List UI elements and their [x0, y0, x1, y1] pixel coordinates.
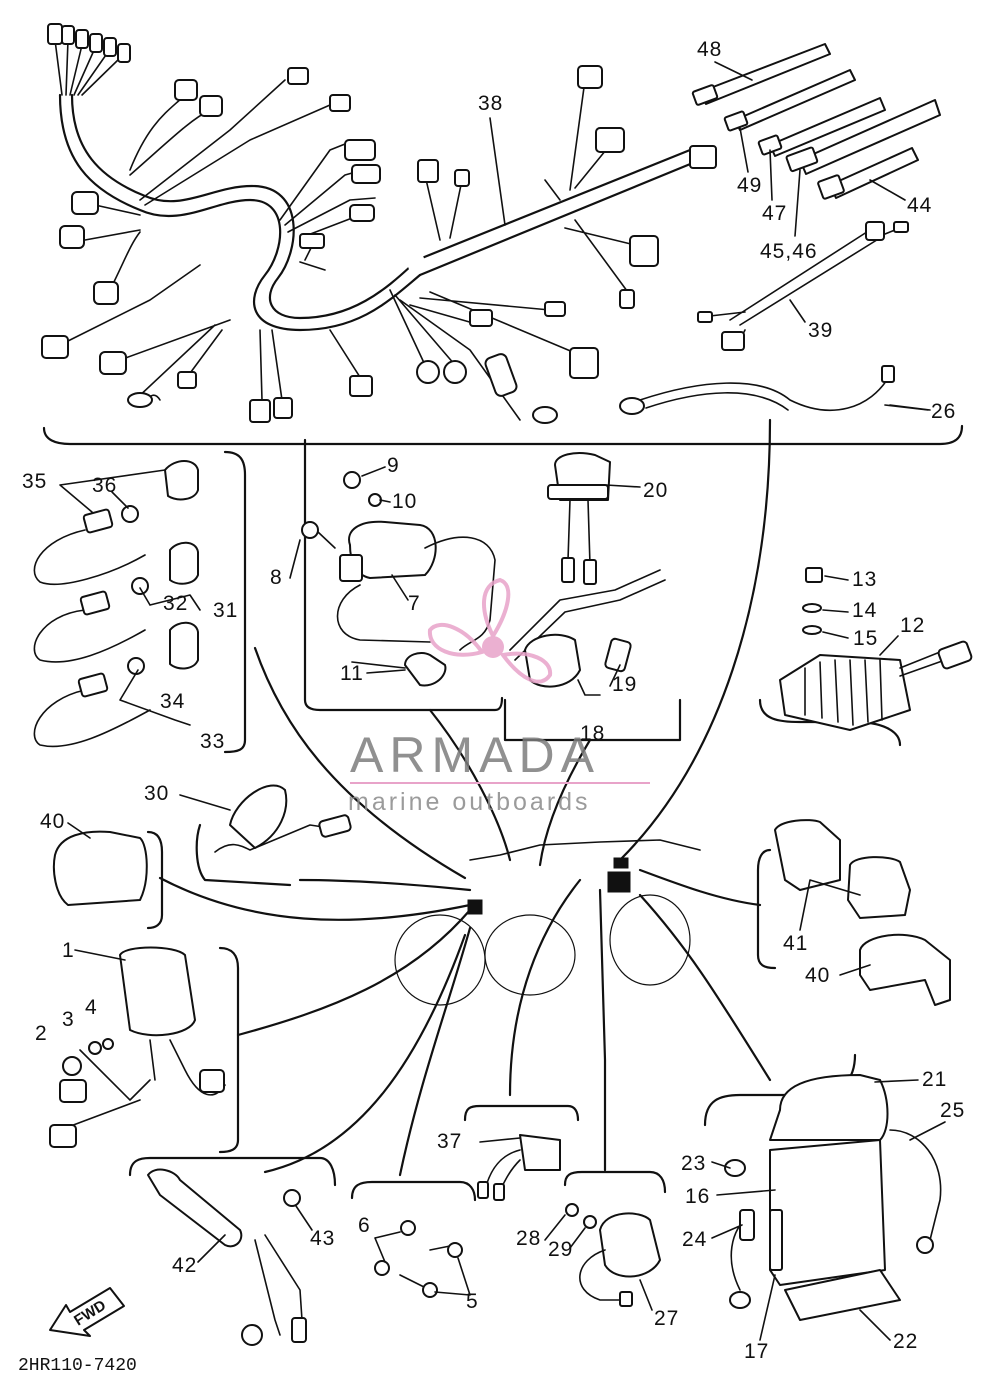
callout-31: 31 [213, 599, 238, 622]
watermark: ARMADA marine outboards [348, 577, 650, 816]
callout-29: 29 [548, 1238, 573, 1261]
callout-18: 18 [580, 722, 605, 745]
callout-35: 35 [22, 470, 47, 493]
callout-40-left: 40 [40, 810, 65, 833]
callout-12: 12 [900, 614, 925, 637]
callout-49: 49 [737, 174, 762, 197]
callout-leaders [67, 61, 946, 1341]
callout-40-right: 40 [805, 964, 830, 987]
engine-outline [394, 839, 701, 1006]
cover-40-left [52, 830, 164, 930]
callout-26: 26 [931, 400, 956, 423]
callout-2: 2 [35, 1022, 48, 1045]
callout-1: 1 [62, 939, 75, 962]
callout-38: 38 [478, 92, 503, 115]
callout-3: 3 [62, 1008, 75, 1031]
callout-9: 9 [387, 454, 400, 477]
sensor-group [33, 450, 247, 754]
callout-7: 7 [408, 592, 421, 615]
callout-11: 11 [340, 662, 364, 685]
part-27-group [563, 1170, 667, 1307]
part-30-group [195, 784, 352, 887]
callout-41: 41 [783, 932, 808, 955]
callout-27: 27 [654, 1307, 679, 1330]
part-37-group [463, 1104, 580, 1201]
fwd-arrow: FWD [49, 1287, 125, 1337]
callout-8: 8 [270, 566, 283, 589]
wire-harness-38 [41, 23, 717, 424]
callout-16: 16 [685, 1185, 710, 1208]
callout-28: 28 [516, 1227, 541, 1250]
lead-wire-26 [619, 365, 931, 415]
callout-30: 30 [144, 782, 169, 805]
callout-labels: 48 38 49 47 44 45,46 39 26 35 36 9 10 20… [22, 38, 965, 1363]
callout-32: 32 [163, 592, 188, 615]
watermark-brand: ARMADA [350, 727, 600, 783]
callout-36: 36 [92, 474, 117, 497]
cdi-unit-group [49, 946, 240, 1154]
callout-42: 42 [172, 1254, 197, 1277]
callout-22: 22 [893, 1330, 918, 1353]
callout-37: 37 [437, 1130, 462, 1153]
battery-group [703, 1053, 942, 1321]
harness-bracket [42, 424, 964, 446]
callout-17: 17 [744, 1340, 769, 1363]
callout-43: 43 [310, 1227, 335, 1250]
bolts-5-6 [350, 1180, 477, 1298]
callout-6: 6 [358, 1214, 371, 1237]
callout-45-46: 45,46 [760, 240, 818, 263]
callout-39: 39 [808, 319, 833, 342]
callout-34: 34 [160, 690, 185, 713]
relay-group [503, 452, 682, 742]
callout-21: 21 [922, 1068, 947, 1091]
connector-covers-41 [756, 819, 951, 1006]
callout-25: 25 [940, 1099, 965, 1122]
callout-14: 14 [852, 599, 877, 622]
wire-39 [697, 221, 909, 351]
drawing-code: 2HR110-7420 [18, 1356, 137, 1376]
callout-10: 10 [392, 490, 417, 513]
propeller-logo [427, 577, 553, 684]
cable-ties [691, 43, 941, 200]
watermark-tagline: marine outboards [348, 788, 591, 816]
callout-47: 47 [762, 202, 787, 225]
callout-48: 48 [697, 38, 722, 61]
callout-5: 5 [466, 1290, 479, 1313]
part-42-group [128, 1156, 337, 1346]
callout-44: 44 [907, 194, 932, 217]
callout-20: 20 [643, 479, 668, 502]
ignition-coil-group [301, 438, 504, 712]
callout-13: 13 [852, 568, 877, 591]
callout-23: 23 [681, 1152, 706, 1175]
callout-33: 33 [200, 730, 225, 753]
leader-lines [158, 418, 772, 1177]
callout-24: 24 [682, 1228, 707, 1251]
callout-15: 15 [853, 627, 878, 650]
rectifier-regulator-group [758, 567, 973, 747]
callout-19: 19 [612, 673, 637, 696]
callout-4: 4 [85, 996, 98, 1019]
